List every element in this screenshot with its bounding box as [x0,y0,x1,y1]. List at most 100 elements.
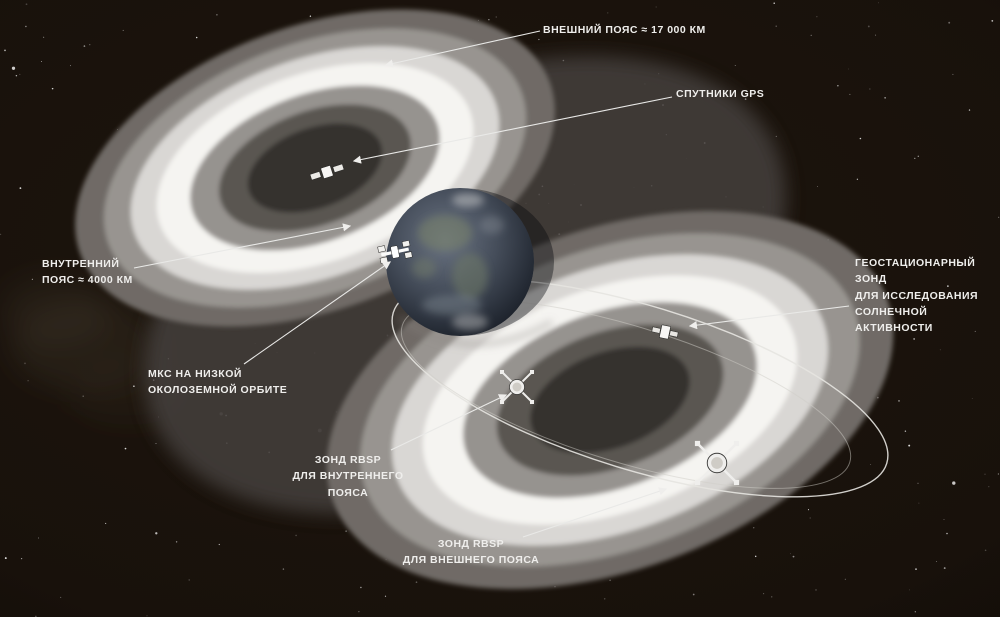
star [908,444,911,447]
label-rbsp-inner-probe: ЗОНД RBSP ДЛЯ ВНУТРЕННЕГО ПОЯСА [292,454,404,499]
star [309,15,312,17]
star [856,178,859,180]
star [867,25,870,28]
star [775,135,777,137]
star [915,568,917,570]
star [847,68,849,70]
star [358,611,360,613]
star [917,482,919,484]
star [917,155,919,157]
star [692,593,695,596]
star [83,45,86,47]
star [175,541,178,543]
star [763,593,765,595]
star [19,187,22,189]
star [971,397,973,399]
label-outer-belt: ВНЕШНИЙ ПОЯС ≈ 17 000 КМ [543,24,706,36]
star [939,349,941,351]
star [345,530,347,532]
star [188,579,190,581]
star [935,560,937,562]
star [991,20,994,22]
star [914,157,916,160]
star [4,557,7,560]
star [771,596,773,598]
star [116,128,118,130]
star [988,486,990,488]
star [775,25,777,27]
star [844,578,846,580]
label-geostationary-probe: ГЕОСТАЦИОНАРНЫЙ ЗОНД ДЛЯ ИССЛЕДОВАНИЯ СО… [855,257,979,335]
star [122,29,124,31]
star [943,567,946,570]
star [859,137,862,140]
star [105,522,107,524]
star [415,581,418,584]
star [25,25,27,28]
star [60,596,62,598]
star [754,555,757,558]
star [538,38,540,41]
star [478,19,479,21]
star [817,186,818,188]
star [37,537,40,539]
label-gps-satellites: СПУТНИКИ GPS [676,88,765,100]
star [146,615,148,617]
star [952,481,956,485]
star [898,400,900,402]
star [918,502,920,504]
star [913,338,915,340]
star [869,88,871,90]
label-iss-low-orbit: МКС НА НИЗКОЙ ОКОЛОЗЕМНОЙ ОРБИТЕ [148,368,288,397]
star [4,49,6,52]
star [655,6,657,8]
star [884,97,886,99]
label-rbsp-outer-probe: ЗОНД RBSP ДЛЯ ВНЕШНЕГО ПОЯСА [402,538,540,567]
star [282,568,285,570]
polar-glow-top [452,193,484,207]
star [815,589,817,591]
star [753,527,755,529]
star [909,589,910,591]
star [25,3,28,6]
label-inner-belt: ВНУТРЕННИЙ ПОЯС ≈ 4000 КМ [42,258,133,287]
polar-glow-bottom [452,314,488,330]
star [807,509,810,511]
star [216,13,218,16]
star [837,85,839,87]
star [876,396,879,399]
star [20,557,23,560]
star [943,519,945,521]
star [124,447,127,450]
star [41,61,42,62]
star [70,65,71,67]
star [51,87,54,90]
star [607,12,609,14]
star [295,534,297,537]
star [43,36,45,38]
star [792,555,795,558]
star [773,2,775,5]
star [195,36,198,39]
star [809,517,811,519]
star [603,598,606,600]
star [89,44,91,46]
star [155,443,157,444]
star [878,2,879,4]
star [384,595,387,597]
star [948,21,951,24]
star [609,579,611,582]
star [997,473,999,475]
star [816,16,818,18]
star [946,532,948,535]
star [218,543,220,546]
star [27,380,29,382]
star [11,66,16,70]
star [360,586,362,589]
star [875,34,877,36]
star [790,553,791,555]
star [734,65,736,66]
star [15,74,18,77]
star [810,34,812,37]
